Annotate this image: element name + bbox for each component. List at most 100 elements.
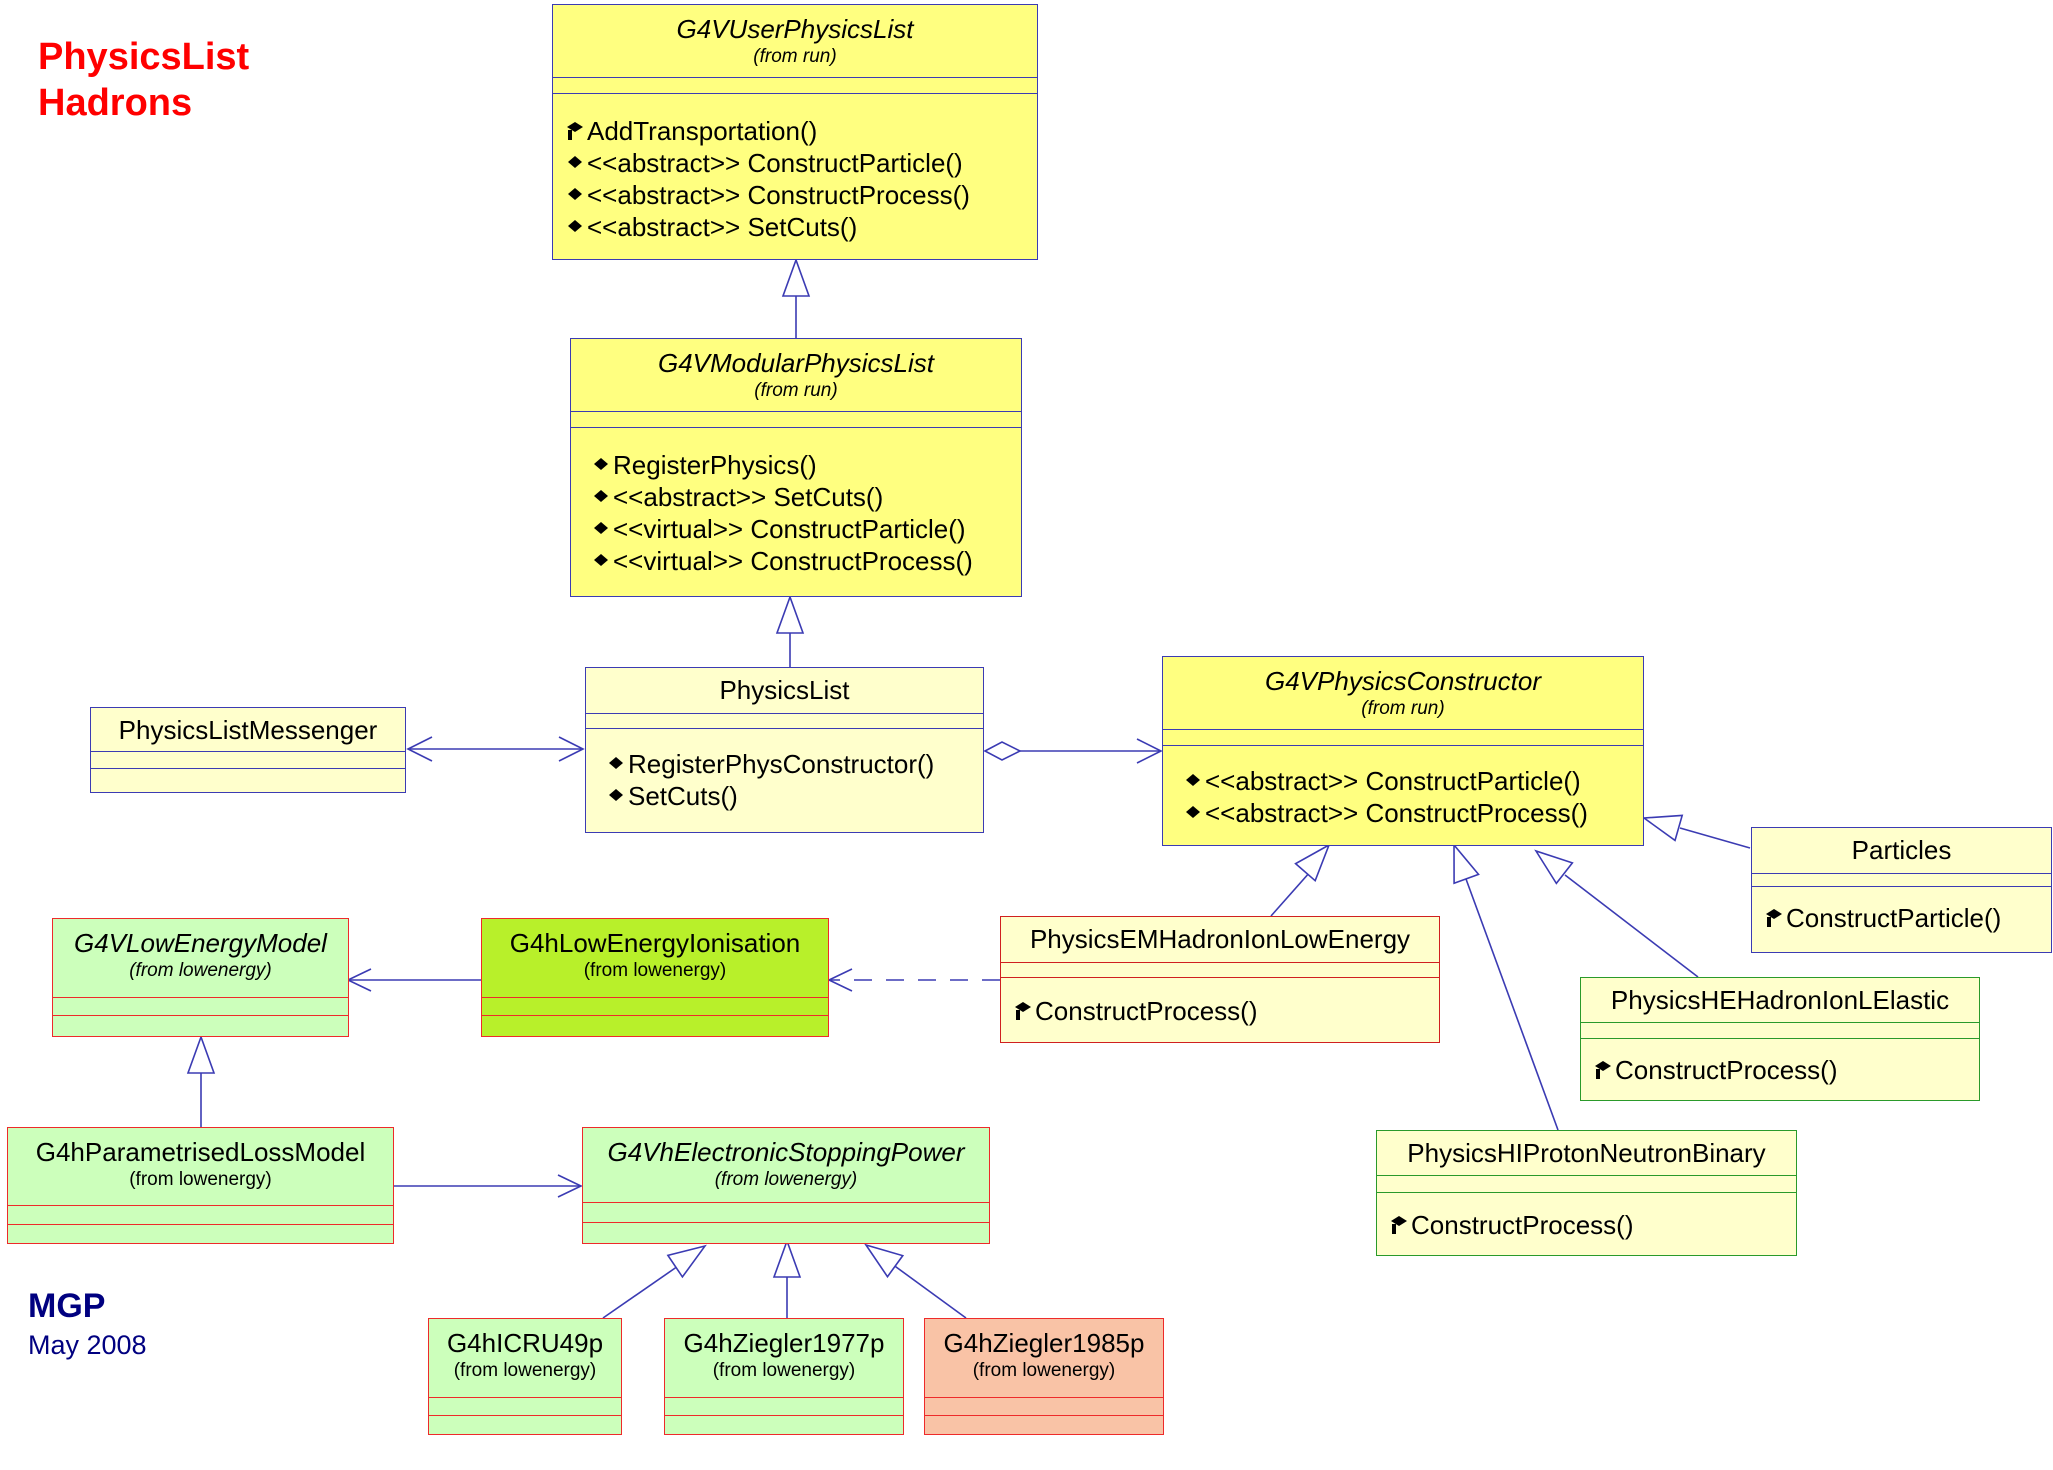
class-header: G4hICRU49p (from lowenergy) [429, 1319, 621, 1383]
method-label: ConstructProcess() [1615, 1055, 1838, 1085]
method-row: <<abstract>> SetCuts() [565, 211, 1037, 243]
compartment-divider [429, 1415, 621, 1416]
class-name: G4VhElectronicStoppingPower [607, 1137, 965, 1167]
class-header: G4hParametrisedLossModel (from lowenergy… [8, 1128, 393, 1192]
public-method-icon [594, 458, 608, 470]
compartment-divider [1001, 962, 1439, 963]
class-name: Particles [1851, 835, 1952, 865]
compartment-divider [91, 751, 405, 752]
compartment-divider [1752, 886, 2051, 887]
method-label: <<abstract>> ConstructProcess() [587, 180, 970, 210]
class-g4vlowenergymodel[interactable]: G4VLowEnergyModel (from lowenergy) [52, 918, 349, 1037]
protected-method-icon [567, 122, 583, 140]
method-row: <<abstract>> ConstructProcess() [565, 179, 1037, 211]
method-label: RegisterPhysConstructor() [628, 749, 935, 779]
class-physicshehadronionlelastic[interactable]: PhysicsHEHadronIonLElastic ConstructProc… [1580, 977, 1980, 1101]
class-name: G4hLowEnergyIonisation [509, 928, 801, 958]
class-g4vhelectronicstoppingpower[interactable]: G4VhElectronicStoppingPower (from lowene… [582, 1127, 990, 1244]
method-list: RegisterPhysics() <<abstract>> SetCuts()… [571, 449, 1021, 577]
class-g4vuserphysicslist[interactable]: G4VUserPhysicsList (from run) AddTranspo… [552, 4, 1038, 260]
method-list: ConstructProcess() [1377, 1209, 1796, 1241]
compartment-divider [583, 1222, 989, 1223]
compartment-divider [8, 1224, 393, 1225]
compartment-divider [665, 1397, 903, 1398]
class-name: G4hParametrisedLossModel [35, 1137, 366, 1167]
compartment-divider [586, 728, 983, 729]
method-label: ConstructParticle() [1786, 903, 2002, 933]
class-name: PhysicsHEHadronIonLElastic [1610, 985, 1950, 1015]
class-header: G4hZiegler1977p (from lowenergy) [665, 1319, 903, 1383]
public-method-icon [568, 188, 582, 200]
public-method-icon [568, 220, 582, 232]
method-row: ConstructProcess() [1013, 995, 1439, 1027]
author-name: MGP [28, 1287, 106, 1325]
compartment-divider [91, 768, 405, 769]
compartment-divider [1377, 1175, 1796, 1176]
package-label: (from lowenergy) [972, 1360, 1116, 1381]
generalization-particles [1679, 827, 1751, 849]
class-g4hicru49p[interactable]: G4hICRU49p (from lowenergy) [428, 1318, 622, 1435]
class-header: PhysicsEMHadronIonLowEnergy [1001, 917, 1439, 955]
class-name: G4VLowEnergyModel [74, 928, 327, 958]
compartment-divider [8, 1205, 393, 1206]
method-label: <<virtual>> ConstructParticle() [613, 514, 966, 544]
protected-method-icon [1595, 1061, 1611, 1079]
class-physicslist[interactable]: PhysicsList RegisterPhysConstructor() Se… [585, 667, 984, 833]
class-name: PhysicsListMessenger [118, 715, 378, 745]
class-physicslistmessenger[interactable]: PhysicsListMessenger [90, 707, 406, 793]
generalization-hehadron [1564, 874, 1699, 978]
author-date: May 2008 [28, 1330, 147, 1360]
triangle-user [782, 259, 810, 297]
method-row: RegisterPhysics() [591, 449, 1021, 481]
class-g4hlowenergyionisation[interactable]: G4hLowEnergyIonisation (from lowenergy) [481, 918, 829, 1037]
method-row: ConstructProcess() [1593, 1054, 1979, 1086]
class-header: G4VUserPhysicsList (from run) [553, 5, 1037, 69]
method-label: <<abstract>> SetCuts() [613, 482, 884, 512]
package-label: (from lowenergy) [714, 1169, 858, 1190]
compartment-divider [553, 93, 1037, 94]
compartment-divider [665, 1415, 903, 1416]
compartment-divider [1752, 873, 2051, 874]
class-g4hziegler1977p[interactable]: G4hZiegler1977p (from lowenergy) [664, 1318, 904, 1435]
method-label: <<virtual>> ConstructProcess() [613, 546, 973, 576]
compartment-divider [1581, 1038, 1979, 1039]
diagram-title-line-1: PhysicsList [38, 36, 250, 78]
compartment-divider [571, 411, 1021, 412]
class-g4vphysicsconstructor[interactable]: G4VPhysicsConstructor (from run) <<abstr… [1162, 656, 1644, 846]
class-name: G4hZiegler1977p [683, 1328, 885, 1358]
generalization-emhadron [1270, 871, 1311, 917]
method-row: <<abstract>> ConstructParticle() [1183, 765, 1643, 797]
class-name: PhysicsList [719, 675, 850, 705]
arrowhead-left-messenger [406, 736, 433, 762]
method-list: ConstructProcess() [1001, 995, 1439, 1027]
compartment-divider [53, 1015, 348, 1016]
method-list: ConstructProcess() [1581, 1054, 1979, 1086]
class-g4hziegler1985p[interactable]: G4hZiegler1985p (from lowenergy) [924, 1318, 1164, 1435]
triangle-ziegler1977 [773, 1240, 801, 1278]
class-header: G4VLowEnergyModel (from lowenergy) [53, 919, 348, 983]
class-header: PhysicsList [586, 668, 983, 706]
protected-method-icon [1391, 1216, 1407, 1234]
class-g4vmodularphysicslist[interactable]: G4VModularPhysicsList (from run) Registe… [570, 338, 1022, 597]
compartment-divider [1163, 745, 1643, 746]
compartment-divider [1001, 977, 1439, 978]
package-label: (from run) [1361, 698, 1445, 719]
triangle-lowenergymodel [187, 1036, 215, 1074]
compartment-divider [1163, 729, 1643, 730]
class-header: G4VModularPhysicsList (from run) [571, 339, 1021, 403]
method-list: ConstructParticle() [1752, 902, 2051, 934]
class-particles[interactable]: Particles ConstructParticle() [1751, 827, 2052, 953]
generalization-hiproton [1465, 878, 1559, 1131]
method-row: <<abstract>> ConstructProcess() [1183, 797, 1643, 829]
method-label: <<abstract>> ConstructParticle() [1205, 766, 1581, 796]
class-header: PhysicsHEHadronIonLElastic [1581, 978, 1979, 1016]
class-physicsemhadronionlowenergy[interactable]: PhysicsEMHadronIonLowEnergy ConstructPro… [1000, 916, 1440, 1043]
method-row: ConstructParticle() [1764, 902, 2051, 934]
compartment-divider [925, 1397, 1163, 1398]
package-label: (from lowenergy) [129, 960, 272, 981]
method-row: ConstructProcess() [1389, 1209, 1796, 1241]
method-label: <<abstract>> ConstructParticle() [587, 148, 963, 178]
class-g4hparametrisedlossmodel[interactable]: G4hParametrisedLossModel (from lowenergy… [7, 1127, 394, 1244]
class-physicshiprotonneutronbinary[interactable]: PhysicsHIProtonNeutronBinary ConstructPr… [1376, 1130, 1797, 1256]
